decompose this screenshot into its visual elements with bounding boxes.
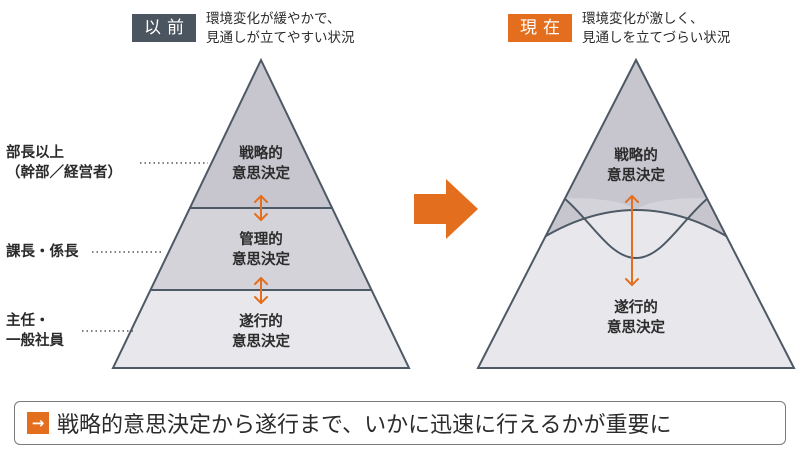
after-desc-line2: 見通しを立てづらい状況 [582,30,731,46]
arrow-right-icon: → [27,412,49,434]
tier-strategic [189,60,333,208]
before-desc-line1: 環境変化が緩やかで、 [206,11,341,27]
after-tag: 現在 [508,14,572,42]
right-pyramid-outline [476,57,796,369]
before-desc-line2: 見通しが立てやすい状況 [206,30,355,46]
right-strategic-label: 戦略的 意思決定 [607,148,665,184]
left-management-label: 管理的 意思決定 [232,232,290,268]
left-pyramid-outline [111,57,411,369]
double-arrow-management-execution [254,277,268,304]
before-tag: 以前 [132,14,196,42]
left-strategic-label: 戦略的 意思決定 [232,146,290,182]
left-execution-label: 遂行的 意思決定 [232,314,290,350]
role-middle-label: 課長・係長 [6,244,79,260]
double-arrow-strategic-execution [625,195,639,286]
tier-management [150,208,372,290]
conclusion-box: → 戦略的意思決定から遂行まで、いかに迅速に行えるかが重要に [14,401,786,445]
execution-curve-region [478,210,794,368]
right-execution-label: 遂行的 意思決定 [607,300,665,336]
role-bottom-label: 主任・ 一般社員 [6,313,64,349]
double-arrow-strategic-management [254,195,268,221]
tier-execution [113,290,409,368]
transition-arrow-icon [414,179,478,239]
strategic-curve-line [563,197,709,260]
role-top-label: 部長以上 （幹部／経営者） [6,145,122,181]
after-desc-line1: 環境変化が激しく、 [582,11,704,27]
conclusion-text: 戦略的意思決定から遂行まで、いかに迅速に行えるかが重要に [57,413,672,438]
